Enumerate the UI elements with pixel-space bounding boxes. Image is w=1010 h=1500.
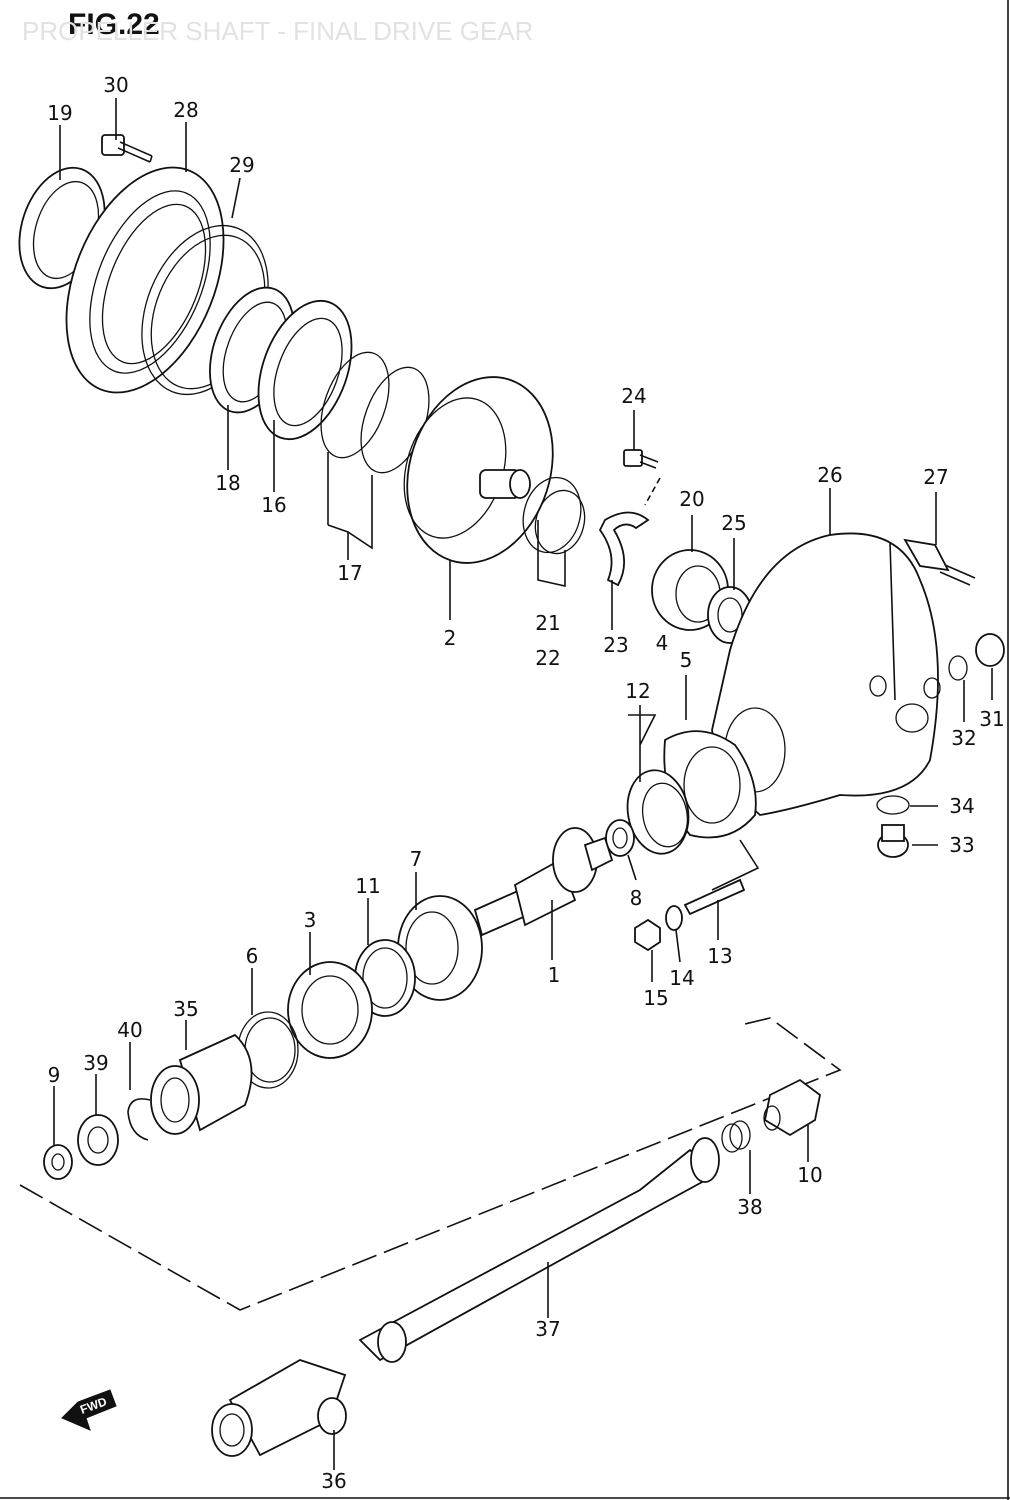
shim-12 (626, 769, 690, 855)
figure-subtitle: PROPELLER SHAFT - FINAL DRIVE GEAR (22, 16, 533, 46)
callout-26: 26 (817, 463, 842, 487)
callout-25: 25 (721, 511, 746, 535)
callout-22: 22 (535, 646, 560, 670)
callout-38: 38 (737, 1195, 762, 1219)
callout-14: 14 (669, 966, 694, 990)
callout-37: 37 (535, 1317, 560, 1341)
washer-14 (665, 905, 683, 931)
callout-10: 10 (797, 1163, 822, 1187)
universal-joint-36 (211, 1359, 347, 1457)
bolt-30 (101, 134, 153, 163)
callout-18: 18 (215, 471, 240, 495)
o-ring-38 (721, 1120, 751, 1153)
filler-plug-33 (877, 824, 909, 858)
callout-13: 13 (707, 944, 732, 968)
nut-10 (763, 1078, 821, 1137)
shim-21-22 (522, 476, 586, 555)
callout-7: 7 (410, 847, 423, 871)
final-driven-gear-2 (403, 376, 554, 564)
leader-lines (53, 98, 993, 1470)
callout-34: 34 (949, 794, 974, 818)
callout-21: 21 (535, 611, 560, 635)
nut-3 (287, 961, 373, 1059)
callout-36: 36 (321, 1469, 346, 1493)
bearing-cover-28 (65, 166, 225, 394)
callout-23: 23 (603, 633, 628, 657)
callout-16: 16 (261, 493, 286, 517)
callout-20: 20 (679, 487, 704, 511)
callout-27: 27 (923, 465, 948, 489)
circlip-40 (127, 1098, 151, 1141)
callout-30: 30 (103, 73, 128, 97)
callout-2: 2 (444, 626, 457, 650)
callout-29: 29 (229, 153, 254, 177)
bolt-24 (623, 449, 661, 506)
callout-5: 5 (680, 648, 693, 672)
callout-40: 40 (117, 1018, 142, 1042)
callout-17: 17 (337, 561, 362, 585)
callout-39: 39 (83, 1051, 108, 1075)
gasket-34 (876, 795, 910, 815)
callout-28: 28 (173, 98, 198, 122)
callout-9: 9 (48, 1063, 61, 1087)
drain-bolt-31 (975, 633, 1005, 667)
callout-32: 32 (951, 726, 976, 750)
nut-15 (634, 918, 661, 952)
bearing-16 (257, 299, 353, 441)
final-gear-case-26 (711, 532, 941, 816)
callout-15: 15 (643, 986, 668, 1010)
callout-24: 24 (621, 384, 646, 408)
callout-3: 3 (304, 908, 317, 932)
callout-33: 33 (949, 833, 974, 857)
callout-35: 35 (173, 997, 198, 1021)
callout-1: 1 (548, 963, 561, 987)
propeller-shaft-37 (358, 1137, 720, 1363)
coupling-35 (150, 1033, 253, 1135)
callout-19: 19 (47, 101, 72, 125)
stopper-plate-23 (598, 511, 650, 587)
final-drive-gear-1 (473, 827, 614, 937)
washer-39 (77, 1114, 119, 1166)
bolt-13 (683, 878, 746, 916)
callout-12: 12 (625, 679, 650, 703)
nut-8 (605, 819, 635, 857)
callout-6: 6 (246, 944, 259, 968)
callout-8: 8 (630, 886, 643, 910)
callout-11: 11 (355, 874, 380, 898)
callout-labels: 30 19 28 29 18 16 17 2 21 22 23 24 20 4 … (47, 73, 1004, 1493)
gasket-32 (948, 655, 968, 681)
callout-31: 31 (979, 707, 1004, 731)
stud-27 (903, 538, 976, 586)
callout-4: 4 (656, 631, 669, 655)
washer-9 (43, 1144, 73, 1180)
figure-title: FIG.22 (68, 8, 160, 41)
fwd-arrow-icon: FWD (61, 1389, 117, 1431)
